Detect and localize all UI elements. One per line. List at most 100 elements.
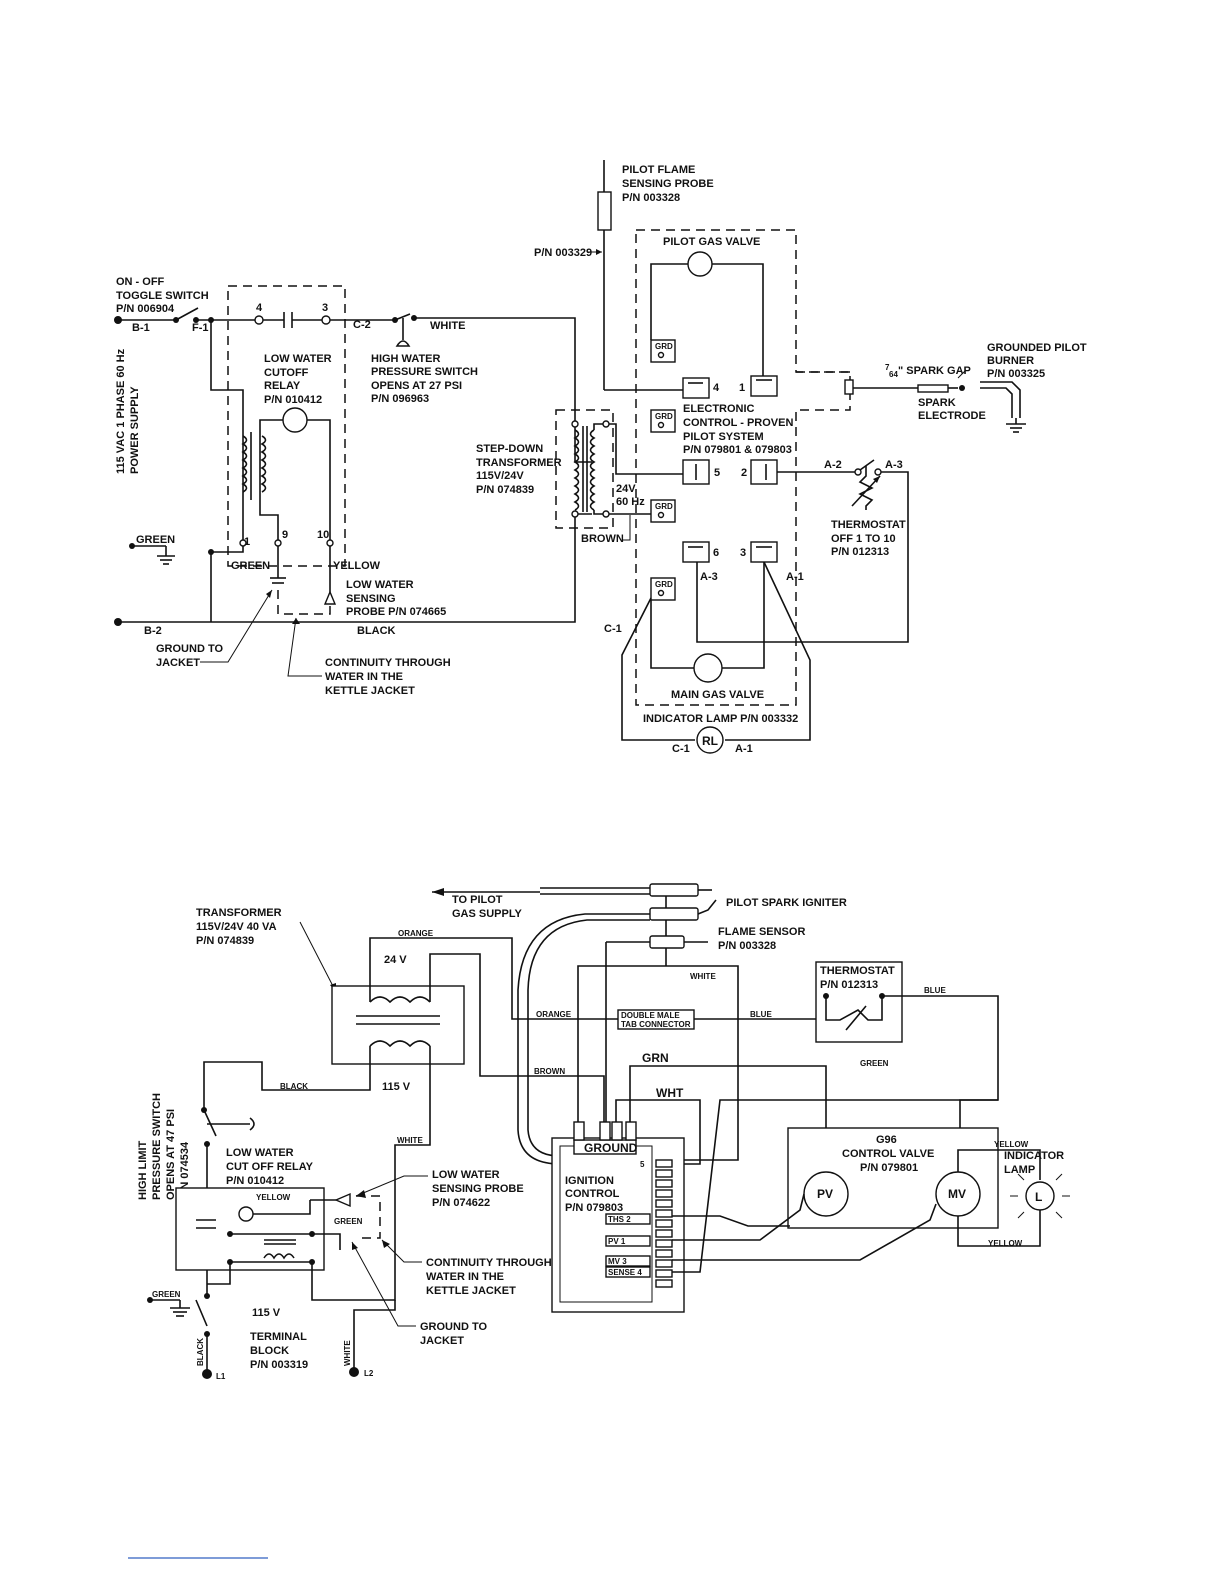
svg-text:GRD: GRD: [655, 342, 673, 351]
control-terminal-3: 3: [740, 541, 778, 563]
terminal-block-label-1: TERMINAL: [250, 1331, 307, 1343]
wire-c1-control: C-1: [604, 623, 622, 635]
g96-label-1: G96: [876, 1134, 897, 1146]
secondary-label-1: 24V: [616, 483, 636, 495]
white-wire-transformer: WHITE: [397, 1136, 423, 1145]
pilot-lead-pn: P/N 003329: [534, 247, 592, 259]
lw-relay-label-3: P/N 010412: [226, 1175, 284, 1187]
transformer-label-2: TRANSFORMER: [476, 457, 562, 469]
low-water-relay: [175, 1187, 325, 1271]
wire-black: BLACK: [357, 625, 396, 637]
continuity-label-3: KETTLE JACKET: [325, 685, 415, 697]
flame-sensor-label-2: P/N 003328: [718, 940, 776, 952]
relay-term-10: 10: [317, 529, 329, 541]
relay-green-label: GREEN: [334, 1217, 363, 1226]
thermostat-label-3: P/N 012313: [831, 546, 889, 558]
control-terminal-1: 1: [739, 375, 778, 397]
wire-c2: C-2: [353, 319, 371, 331]
grounded-pilot-label-1: GROUNDED PILOT: [987, 342, 1087, 354]
ign-term-sense4: SENSE 4: [608, 1268, 642, 1277]
svg-text:3: 3: [740, 547, 746, 559]
flame-sensor-label-1: FLAME SENSOR: [718, 926, 805, 938]
double-male-label-1: DOUBLE MALE: [621, 1011, 680, 1020]
relay-coil: [282, 407, 308, 433]
terminal-115v: 115 V: [252, 1307, 281, 1319]
indicator-lamp-label: INDICATOR LAMP P/N 003332: [643, 713, 798, 725]
g96-label-3: P/N 079801: [860, 1162, 918, 1174]
ground-green-bottom: GREEN: [152, 1290, 181, 1299]
wire-a1-control: A-1: [786, 571, 804, 583]
toggle-switch-blade[interactable]: [175, 307, 199, 321]
grd-block-3: GRD: [650, 499, 676, 523]
svg-text:5: 5: [714, 467, 720, 479]
thermostat-box: [815, 961, 903, 1043]
pilot-probe-label-1: PILOT FLAME: [622, 164, 695, 176]
wire-a2: A-2: [824, 459, 842, 471]
thermostat-label-1: THERMOSTAT: [820, 965, 895, 977]
terminal-block-switch: [195, 1299, 208, 1327]
pilot-probe-body: [597, 191, 612, 231]
continuity-path: [277, 590, 331, 615]
wire-b2: B-2: [144, 625, 162, 637]
high-limit-label-1: HIGH LIMIT: [137, 1140, 149, 1200]
ground-jacket-label-1: GROUND TO: [156, 643, 223, 655]
probe-label-3: PROBE P/N 074665: [346, 606, 446, 618]
yellow-wire-label: YELLOW: [333, 560, 381, 572]
grd-block-4: GRD: [650, 577, 676, 601]
svg-text:4: 4: [713, 382, 720, 394]
wire-white: WHITE: [430, 320, 465, 332]
toggle-label-1: ON - OFF: [116, 276, 165, 288]
brown-wire-label: BROWN: [534, 1067, 565, 1076]
black-wire-label: BLACK: [280, 1082, 308, 1091]
ignition-terminal-5: 5: [640, 1160, 645, 1169]
double-male-label-2: TAB CONNECTOR: [621, 1020, 691, 1029]
svg-text:GRD: GRD: [655, 412, 673, 421]
transformer-label-4: P/N 074839: [476, 484, 534, 496]
indicator-lamp-l: L: [1035, 1190, 1042, 1204]
transformer-label-1: STEP-DOWN: [476, 443, 543, 455]
electronic-control-label-4: P/N 079801 & 079803: [683, 444, 792, 456]
terminal-l1: [202, 1369, 212, 1379]
lw-probe-label-1: LOW WATER: [432, 1169, 500, 1181]
continuity-dashed: [356, 1195, 381, 1239]
relay-yellow-label: YELLOW: [256, 1193, 291, 1202]
transformer-24v: 24 V: [384, 954, 407, 966]
pilot-gas-valve-label: PILOT GAS VALVE: [663, 236, 760, 248]
continuity-label-2: WATER IN THE: [325, 671, 403, 683]
ign-term-pv1: PV 1: [608, 1237, 626, 1246]
wire-a3-thermostat: A-3: [885, 459, 903, 471]
relay-term-9: 9: [282, 529, 288, 541]
ignition-label-1: IGNITION: [565, 1175, 614, 1187]
to-pilot-label-1: TO PILOT: [452, 894, 503, 906]
terminal-l2: [349, 1367, 359, 1377]
spark-electrode-label-1: SPARK: [918, 397, 956, 409]
high-water-label-2: PRESSURE SWITCH: [371, 366, 478, 378]
ground-green-label: GREEN: [136, 534, 175, 546]
relay-terminal-3: 3: [322, 302, 328, 314]
white-wire-label: WHITE: [690, 972, 716, 981]
relay-label-3: RELAY: [264, 380, 301, 392]
wire-b1: B-1: [132, 322, 150, 334]
ign-term-ths2: THS 2: [608, 1215, 631, 1224]
wire-c1-lamp: C-1: [672, 743, 690, 755]
ground-strip-label: GROUND: [584, 1141, 638, 1155]
terminal-block-label-3: P/N 003319: [250, 1359, 308, 1371]
pilot-burner: [980, 387, 1013, 418]
relay-label-4: P/N 010412: [264, 394, 322, 406]
wht-wire-label: WHT: [656, 1086, 684, 1100]
spark-gap-frac-num: 7: [885, 363, 890, 372]
l2-label: L2: [364, 1369, 374, 1378]
orange-wire-top: ORANGE: [398, 929, 434, 938]
secondary-label-2: 60 Hz: [616, 496, 645, 508]
pv-label: PV: [817, 1187, 833, 1201]
lw-relay-label-2: CUT OFF RELAY: [226, 1161, 314, 1173]
high-limit-label-2: PRESSURE SWITCH: [151, 1093, 163, 1200]
orange-wire-mid: ORANGE: [536, 1010, 572, 1019]
high-water-label-1: HIGH WATER: [371, 353, 441, 365]
green-wire-label: GREEN: [231, 560, 270, 572]
relay-terminal-4: 4: [256, 302, 263, 314]
ground-jacket-label-2: JACKET: [420, 1335, 464, 1347]
svg-text:6: 6: [713, 547, 719, 559]
grounded-pilot-label-2: BURNER: [987, 355, 1034, 367]
green-wire-label: GREEN: [860, 1059, 889, 1068]
